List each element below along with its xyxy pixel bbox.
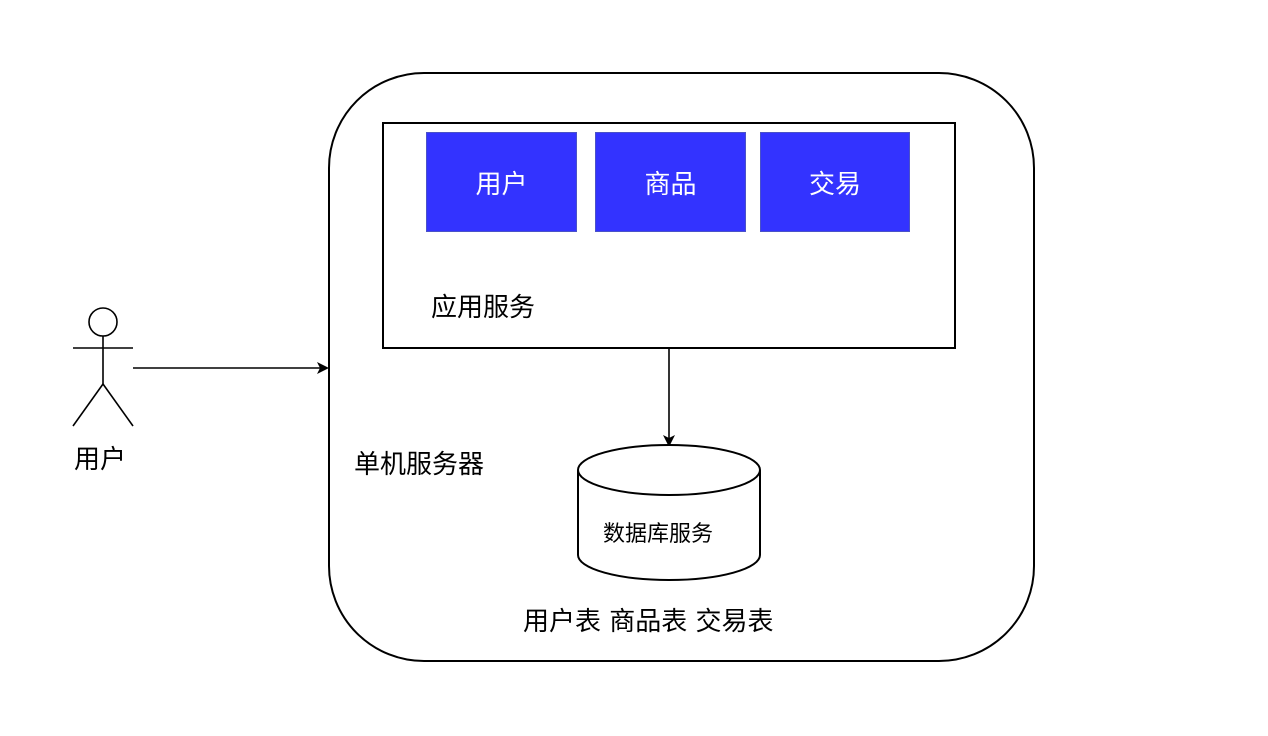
database-cylinder-icon: [577, 444, 761, 581]
module-user-box: 用户: [426, 132, 577, 232]
module-product-label: 商品: [644, 169, 697, 200]
module-product-box: 商品: [595, 132, 746, 232]
user-actor-icon: [72, 307, 134, 427]
server-label: 单机服务器: [354, 450, 485, 480]
actor-label: 用户: [74, 445, 127, 475]
module-trade-label: 交易: [808, 169, 861, 200]
module-trade-box: 交易: [760, 132, 910, 232]
database-tables-label: 用户表 商品表 交易表: [523, 607, 774, 637]
app-service-label: 应用服务: [431, 293, 536, 323]
database-label: 数据库服务: [603, 522, 714, 547]
module-user-label: 用户: [475, 169, 528, 200]
